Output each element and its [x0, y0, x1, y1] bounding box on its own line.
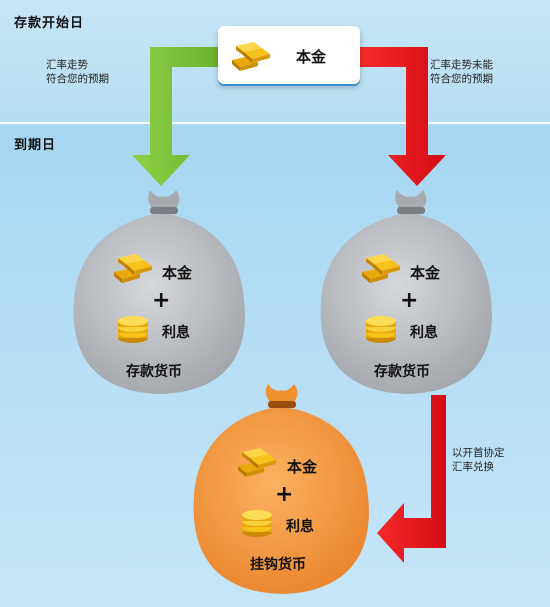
- note-not-expected: 汇率走势未能 符合您的预期: [430, 58, 493, 86]
- right-bag-principal: 本金: [410, 264, 441, 282]
- bottom-bag: [193, 384, 369, 594]
- gold-bars-icon: [114, 254, 152, 283]
- start-date-label: 存款开始日: [14, 16, 85, 31]
- bottom-bag-currency: 挂钩货币: [250, 557, 306, 573]
- band-divider: [0, 122, 550, 124]
- note-conversion-line-1: 以开首协定: [452, 447, 505, 459]
- bottom-bag-principal: 本金: [287, 458, 318, 476]
- gold-bars-icon: [238, 448, 276, 477]
- note-expected-line-2: 符合您的预期: [46, 73, 109, 85]
- right-bag-interest: 利息: [410, 325, 438, 341]
- left-bag: [73, 190, 245, 394]
- left-bag-interest: 利息: [162, 325, 190, 341]
- red-arrow-conversion: [377, 395, 446, 563]
- note-expected: 汇率走势 符合您的预期: [46, 58, 109, 86]
- principal-label: 本金: [296, 48, 327, 66]
- left-bag-plus: +: [152, 288, 171, 313]
- coins-icon: [118, 316, 148, 343]
- right-bag-currency: 存款货币: [374, 364, 430, 380]
- coins-icon: [242, 510, 272, 537]
- left-bag-currency: 存款货币: [126, 364, 182, 380]
- bottom-bag-plus: +: [275, 482, 294, 507]
- gold-bars-icon: [362, 254, 400, 283]
- note-not-expected-line-2: 符合您的预期: [430, 73, 493, 85]
- left-bag-principal: 本金: [162, 264, 193, 282]
- coins-icon: [366, 316, 396, 343]
- red-arrow-top: [360, 47, 446, 186]
- note-conversion-line-2: 汇率兑换: [452, 461, 494, 473]
- green-arrow: [132, 47, 218, 186]
- note-conversion: 以开首协定 汇率兑换: [452, 446, 505, 474]
- maturity-date-label: 到期日: [14, 138, 57, 153]
- principal-box: 本金: [218, 26, 360, 84]
- right-bag-plus: +: [400, 288, 419, 313]
- gold-bars-icon: [232, 42, 270, 71]
- bottom-bag-interest: 利息: [286, 519, 314, 535]
- note-not-expected-line-1: 汇率走势未能: [430, 59, 493, 71]
- right-bag: [320, 190, 492, 394]
- note-expected-line-1: 汇率走势: [46, 59, 88, 71]
